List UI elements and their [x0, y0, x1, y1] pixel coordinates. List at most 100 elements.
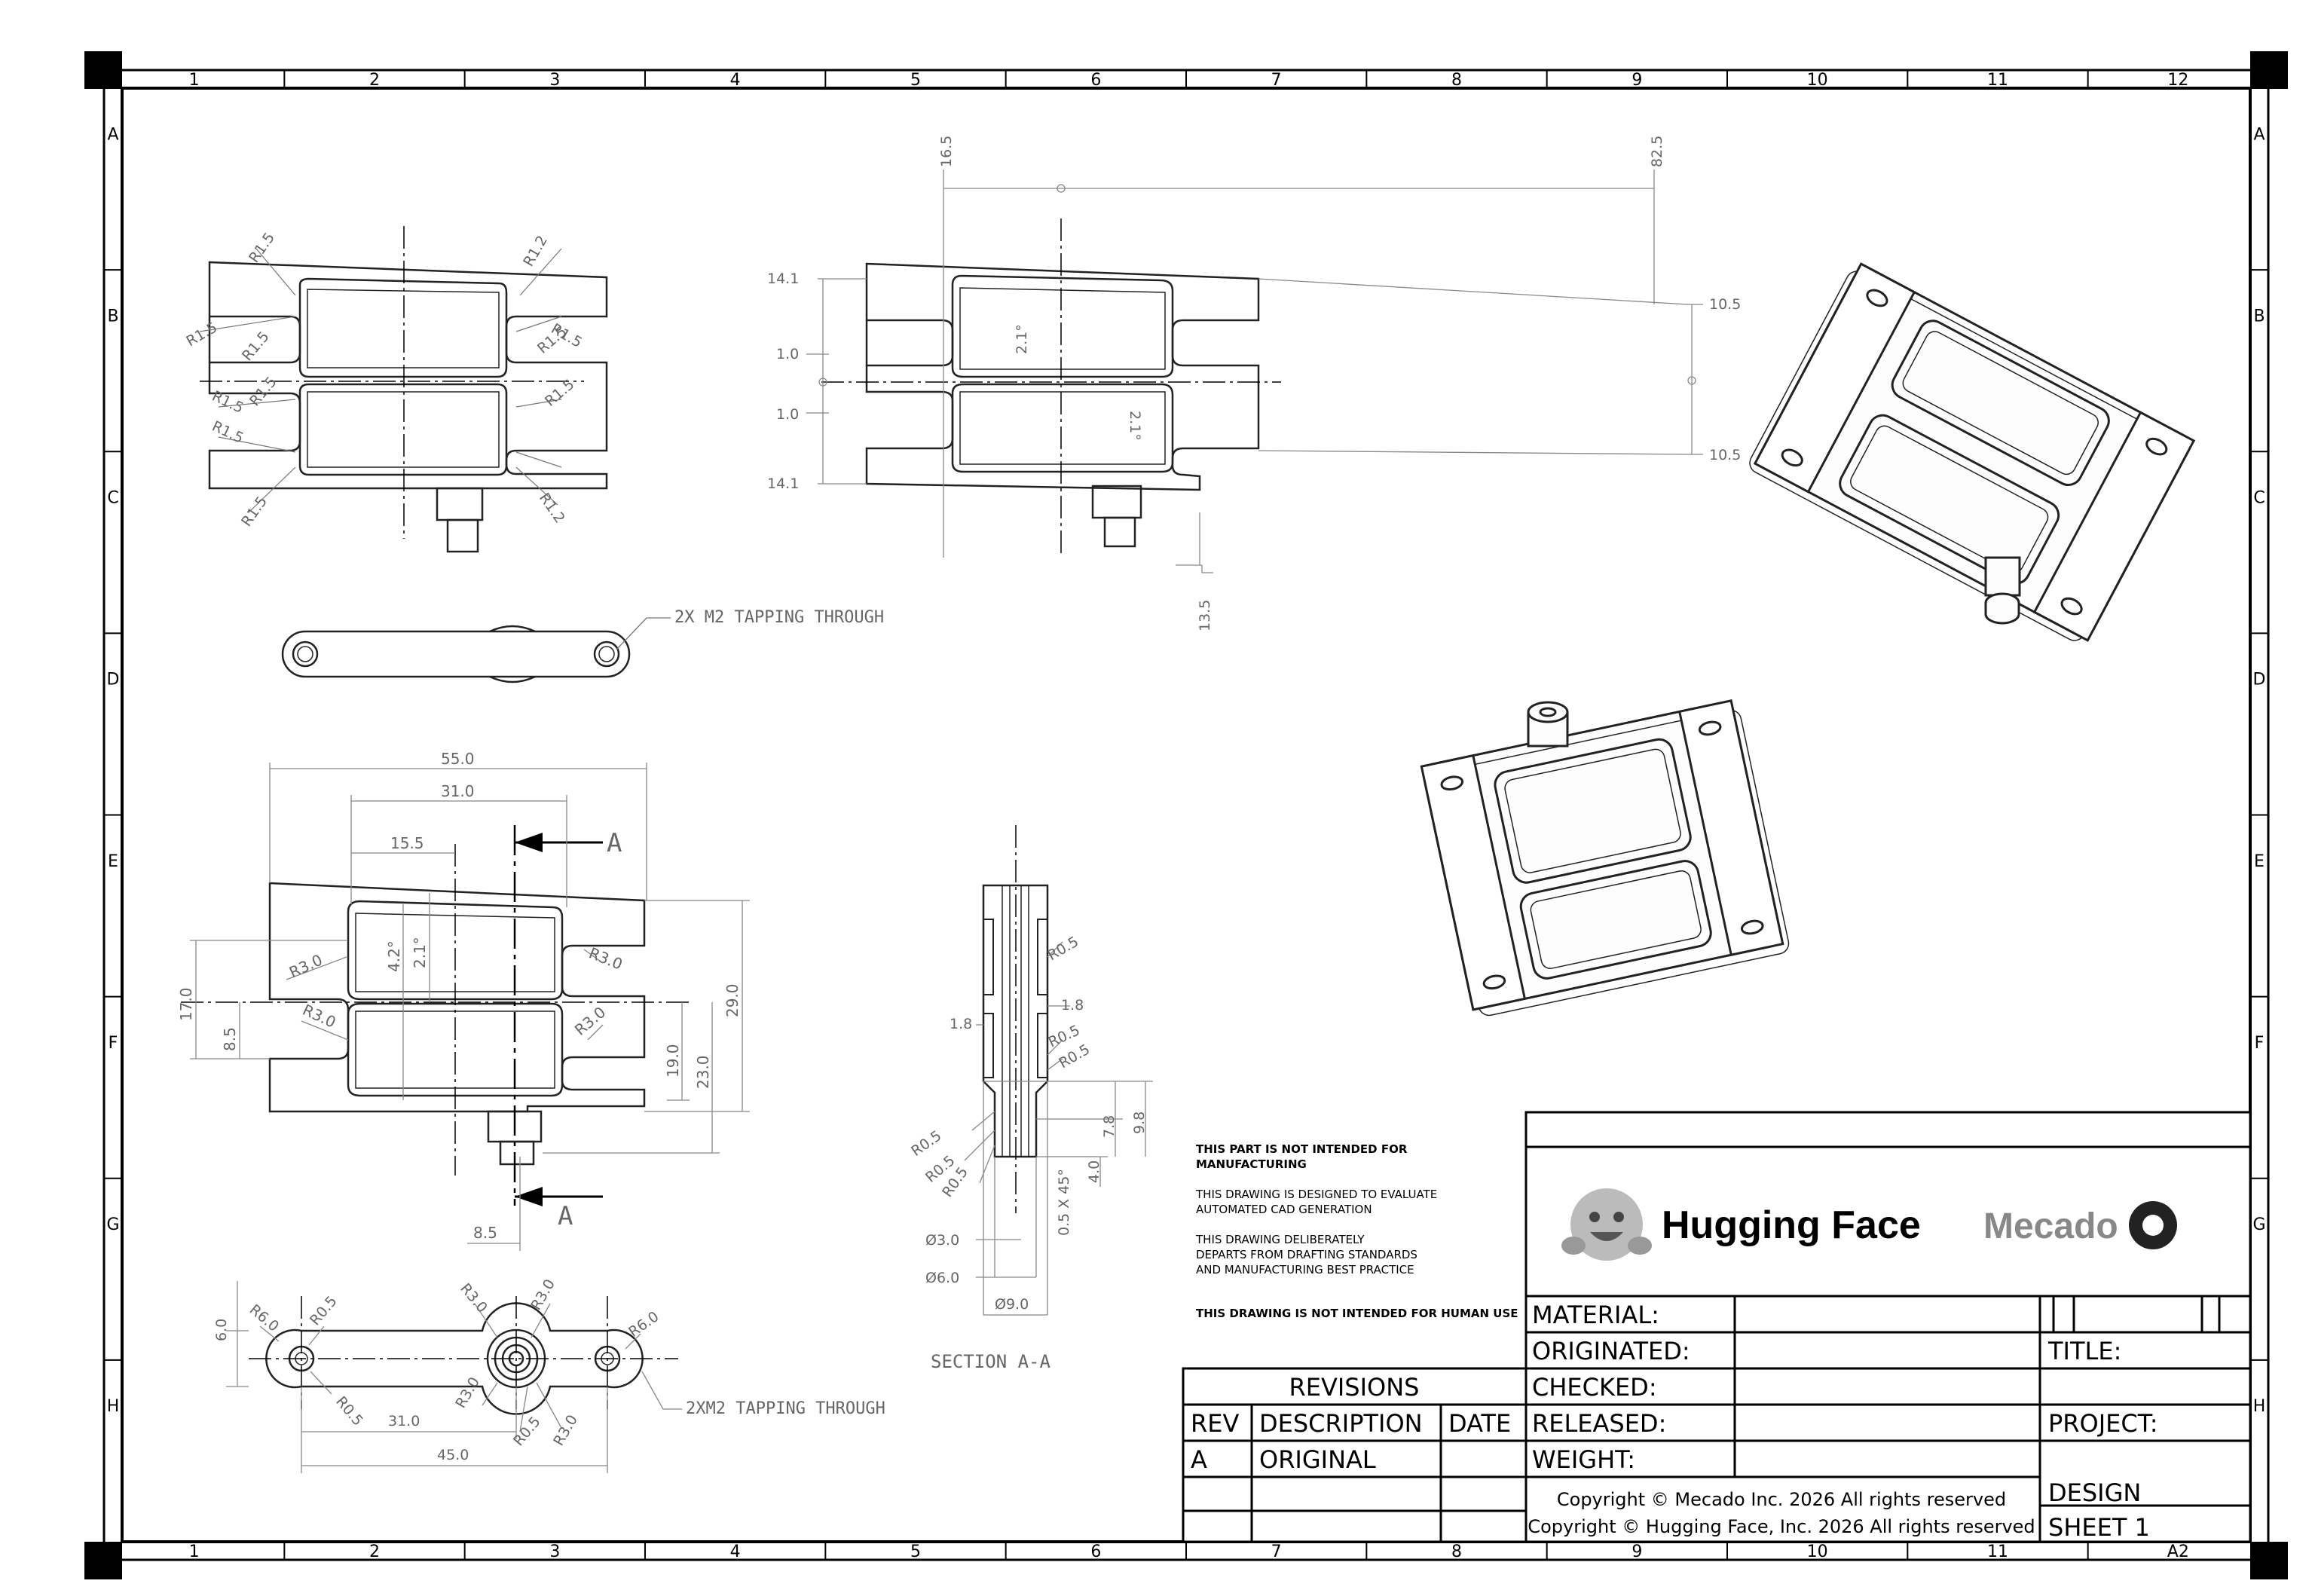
dim-text: Ø3.0 [925, 1232, 959, 1249]
row-zone-label: A [2253, 125, 2265, 144]
title-block [1524, 1111, 2252, 1543]
dim-text: 10.5 [1709, 296, 1741, 313]
row-zone-label: F [109, 1034, 118, 1053]
tap-callout: 2X M2 TAPPING THROUGH [674, 608, 884, 627]
brand-mecado: Mecado [1983, 1206, 2118, 1246]
column-zone-label: 8 [1451, 1542, 1462, 1561]
main-view-dimension-lines [190, 763, 750, 1251]
row-zone-label: C [107, 489, 118, 508]
dim-text: 1.8 [1061, 997, 1084, 1014]
weight-label: WEIGHT: [1532, 1445, 1635, 1474]
column-zone-label: 5 [910, 71, 921, 90]
column-zone-label: 2 [369, 71, 380, 90]
dim-text: 15.5 [390, 834, 424, 852]
released-label: RELEASED: [1532, 1409, 1666, 1438]
section-dimension-lines [964, 941, 1153, 1316]
dim-text: 13.5 [1197, 600, 1213, 631]
isometric-view-1 [1749, 262, 2196, 642]
checked-label: CHECKED: [1532, 1373, 1657, 1402]
rev-column-header: REV [1191, 1409, 1239, 1438]
column-zone-label: 9 [1632, 1542, 1642, 1561]
row-zone-label: C [2253, 489, 2265, 508]
dim-text: 8.5 [473, 1224, 497, 1242]
column-zone-label: 1 [189, 1542, 200, 1561]
row-zone-label: H [2253, 1397, 2266, 1416]
note-line: THIS DRAWING IS NOT INTENDED FOR HUMAN U… [1196, 1307, 1518, 1320]
note-line: MANUFACTURING [1196, 1157, 1307, 1171]
column-zone-label: 8 [1451, 71, 1462, 90]
brand-hugging-face: Hugging Face [1662, 1203, 1921, 1247]
row-zone-label: G [106, 1215, 119, 1234]
main-view [268, 882, 646, 1166]
row-zone-label: G [2252, 1215, 2265, 1234]
column-zone-label: 6 [1090, 71, 1101, 90]
hugging-face-logo-icon [1561, 1188, 1652, 1261]
column-zone-label: 9 [1632, 71, 1642, 90]
dim-text: 19.0 [664, 1044, 682, 1078]
section-cut-line: A A [513, 825, 622, 1231]
row-zone-label: A [107, 125, 118, 144]
dim-text: 31.0 [441, 782, 475, 800]
note-line: AUTOMATED CAD GENERATION [1196, 1203, 1372, 1216]
description-column-header: DESCRIPTION [1259, 1409, 1423, 1438]
dim-text: 9.8 [1131, 1111, 1148, 1134]
note-line: DEPARTS FROM DRAFTING STANDARDS [1196, 1248, 1417, 1261]
column-zone-label: 4 [730, 1542, 741, 1561]
row-zone-label: D [2253, 671, 2266, 689]
column-zone-label: 7 [1271, 1542, 1282, 1561]
dim-text: 45.0 [437, 1447, 469, 1463]
originated-label: ORIGINATED: [1532, 1337, 1690, 1365]
section-dims: R0.5 1.8 1.8 R0.5 R0.5 7.8 9.8 4.0 0.5 X… [908, 934, 1148, 1313]
dim-text: 55.0 [441, 750, 475, 768]
section-label: SECTION A-A [931, 1351, 1050, 1372]
top-view-centerlines [821, 219, 1281, 554]
dim-text: 2.1° [1127, 411, 1143, 441]
material-label: MATERIAL: [1532, 1301, 1659, 1329]
note-line: AND MANUFACTURING BEST PRACTICE [1196, 1263, 1414, 1276]
dim-text: 23.0 [694, 1055, 712, 1089]
project-label: PROJECT: [2048, 1409, 2158, 1438]
corner-marks [84, 51, 2288, 1579]
row-zone-label: E [2254, 852, 2265, 871]
column-zone-label: 10 [1807, 71, 1828, 90]
date-column-header: DATE [1448, 1409, 1511, 1438]
mecado-logo-icon [2129, 1201, 2177, 1249]
note-line: THIS DRAWING DELIBERATELY [1195, 1233, 1365, 1246]
copyright: Copyright © Mecado Inc. 2026 All rights … [1528, 1489, 2035, 1537]
dim-text: 16.5 [938, 136, 955, 167]
row-zone-label: F [2255, 1034, 2265, 1053]
row-zone-label: B [2253, 307, 2265, 326]
dim-text: 31.0 [388, 1413, 420, 1429]
front-view-leaders [199, 248, 562, 513]
side-view-leader [616, 617, 671, 650]
dim-text: 4.0 [1086, 1160, 1102, 1183]
column-zone-label: 4 [730, 71, 741, 90]
top-view [865, 262, 1260, 548]
column-zone-label: 5 [910, 1542, 921, 1561]
note-line: THIS PART IS NOT INTENDED FOR [1196, 1142, 1408, 1156]
row-zone-label: H [107, 1397, 120, 1416]
sheet-label: SHEET 1 [2048, 1513, 2150, 1542]
front-view-centerlines [200, 226, 584, 539]
row-zone-label: E [108, 852, 118, 871]
column-zone-label: 11 [1987, 71, 2008, 90]
column-zone-label: 2 [369, 1542, 380, 1561]
dim-text: 4.2° [385, 940, 403, 972]
copyright-mecado: Copyright © Mecado Inc. 2026 All rights … [1557, 1489, 2006, 1510]
dim-text: 7.8 [1101, 1115, 1118, 1138]
note-line: THIS DRAWING IS DESIGNED TO EVALUATE [1195, 1188, 1437, 1201]
dim-text: 17.0 [177, 987, 195, 1021]
row-zone-label: D [107, 671, 120, 689]
isometric-view-1-boss [1984, 556, 2021, 625]
title-label: TITLE: [2047, 1337, 2121, 1365]
column-zone-label: 3 [549, 71, 560, 90]
isometric-view-2-boss [1527, 701, 1569, 748]
column-zone-label: A2 [2167, 1542, 2189, 1561]
dim-text: 2.1° [411, 937, 429, 968]
tap-callout: 2XM2 TAPPING THROUGH [686, 1399, 885, 1418]
revisions-text: REVISIONS REV DESCRIPTION DATE A ORIGINA… [1191, 1373, 1511, 1474]
section-marker-top: A [607, 828, 622, 858]
dim-text: 10.5 [1709, 447, 1741, 463]
dim-text: 8.5 [221, 1027, 239, 1051]
dim-text: 0.5 X 45° [1056, 1169, 1072, 1236]
